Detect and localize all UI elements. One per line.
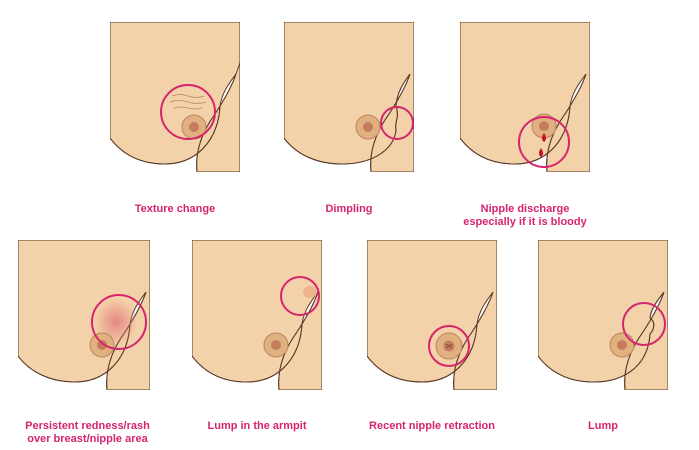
caption-nipple-discharge: Nipple discharge especially if it is blo… [445,203,605,229]
caption-line: Persistent redness/rash [25,420,150,432]
panel-nipple-discharge [460,22,590,172]
armpit-lump-icon [303,286,317,298]
caption-lump-armpit: Lump in the armpit [192,420,322,433]
panel-lump [538,240,668,390]
caption-line: Recent nipple retraction [369,420,495,432]
highlight-circle [518,116,570,168]
caption-persistent-redness: Persistent redness/rash over breast/nipp… [0,420,175,446]
caption-line: Texture change [134,203,216,215]
nipple-discharge-illustration [460,22,590,172]
caption-lump: Lump [538,420,668,433]
panel-dimpling [284,22,414,172]
highlight-circle [428,325,470,367]
caption-texture-change: Texture change [110,203,240,216]
highlight-circle [380,106,414,140]
caption-line: Nipple discharge [480,203,570,215]
highlight-circle [160,84,216,140]
caption-dimpling: Dimpling [284,203,414,216]
panel-lump-armpit [192,240,322,390]
caption-line: especially if it is bloody [463,216,587,228]
retracted-nipple-icon [445,343,453,349]
panel-nipple-retraction [367,240,497,390]
highlight-circle [622,302,666,346]
panel-persistent-redness [18,240,150,390]
caption-line: Dimpling [325,203,373,215]
caption-line: Lump in the armpit [207,420,307,432]
lump-illustration [538,240,668,390]
caption-nipple-retraction: Recent nipple retraction [352,420,512,433]
dimpling-illustration [284,22,414,172]
highlight-circle [280,276,320,316]
caption-line: over breast/nipple area [27,433,148,445]
lump-armpit-illustration [192,240,322,390]
persistent-redness-illustration [18,240,150,390]
panel-texture-change [110,22,240,172]
highlight-circle [91,294,147,350]
texture-change-illustration [110,22,240,172]
nipple-retraction-illustration [367,240,497,390]
caption-line: Lump [588,420,618,432]
